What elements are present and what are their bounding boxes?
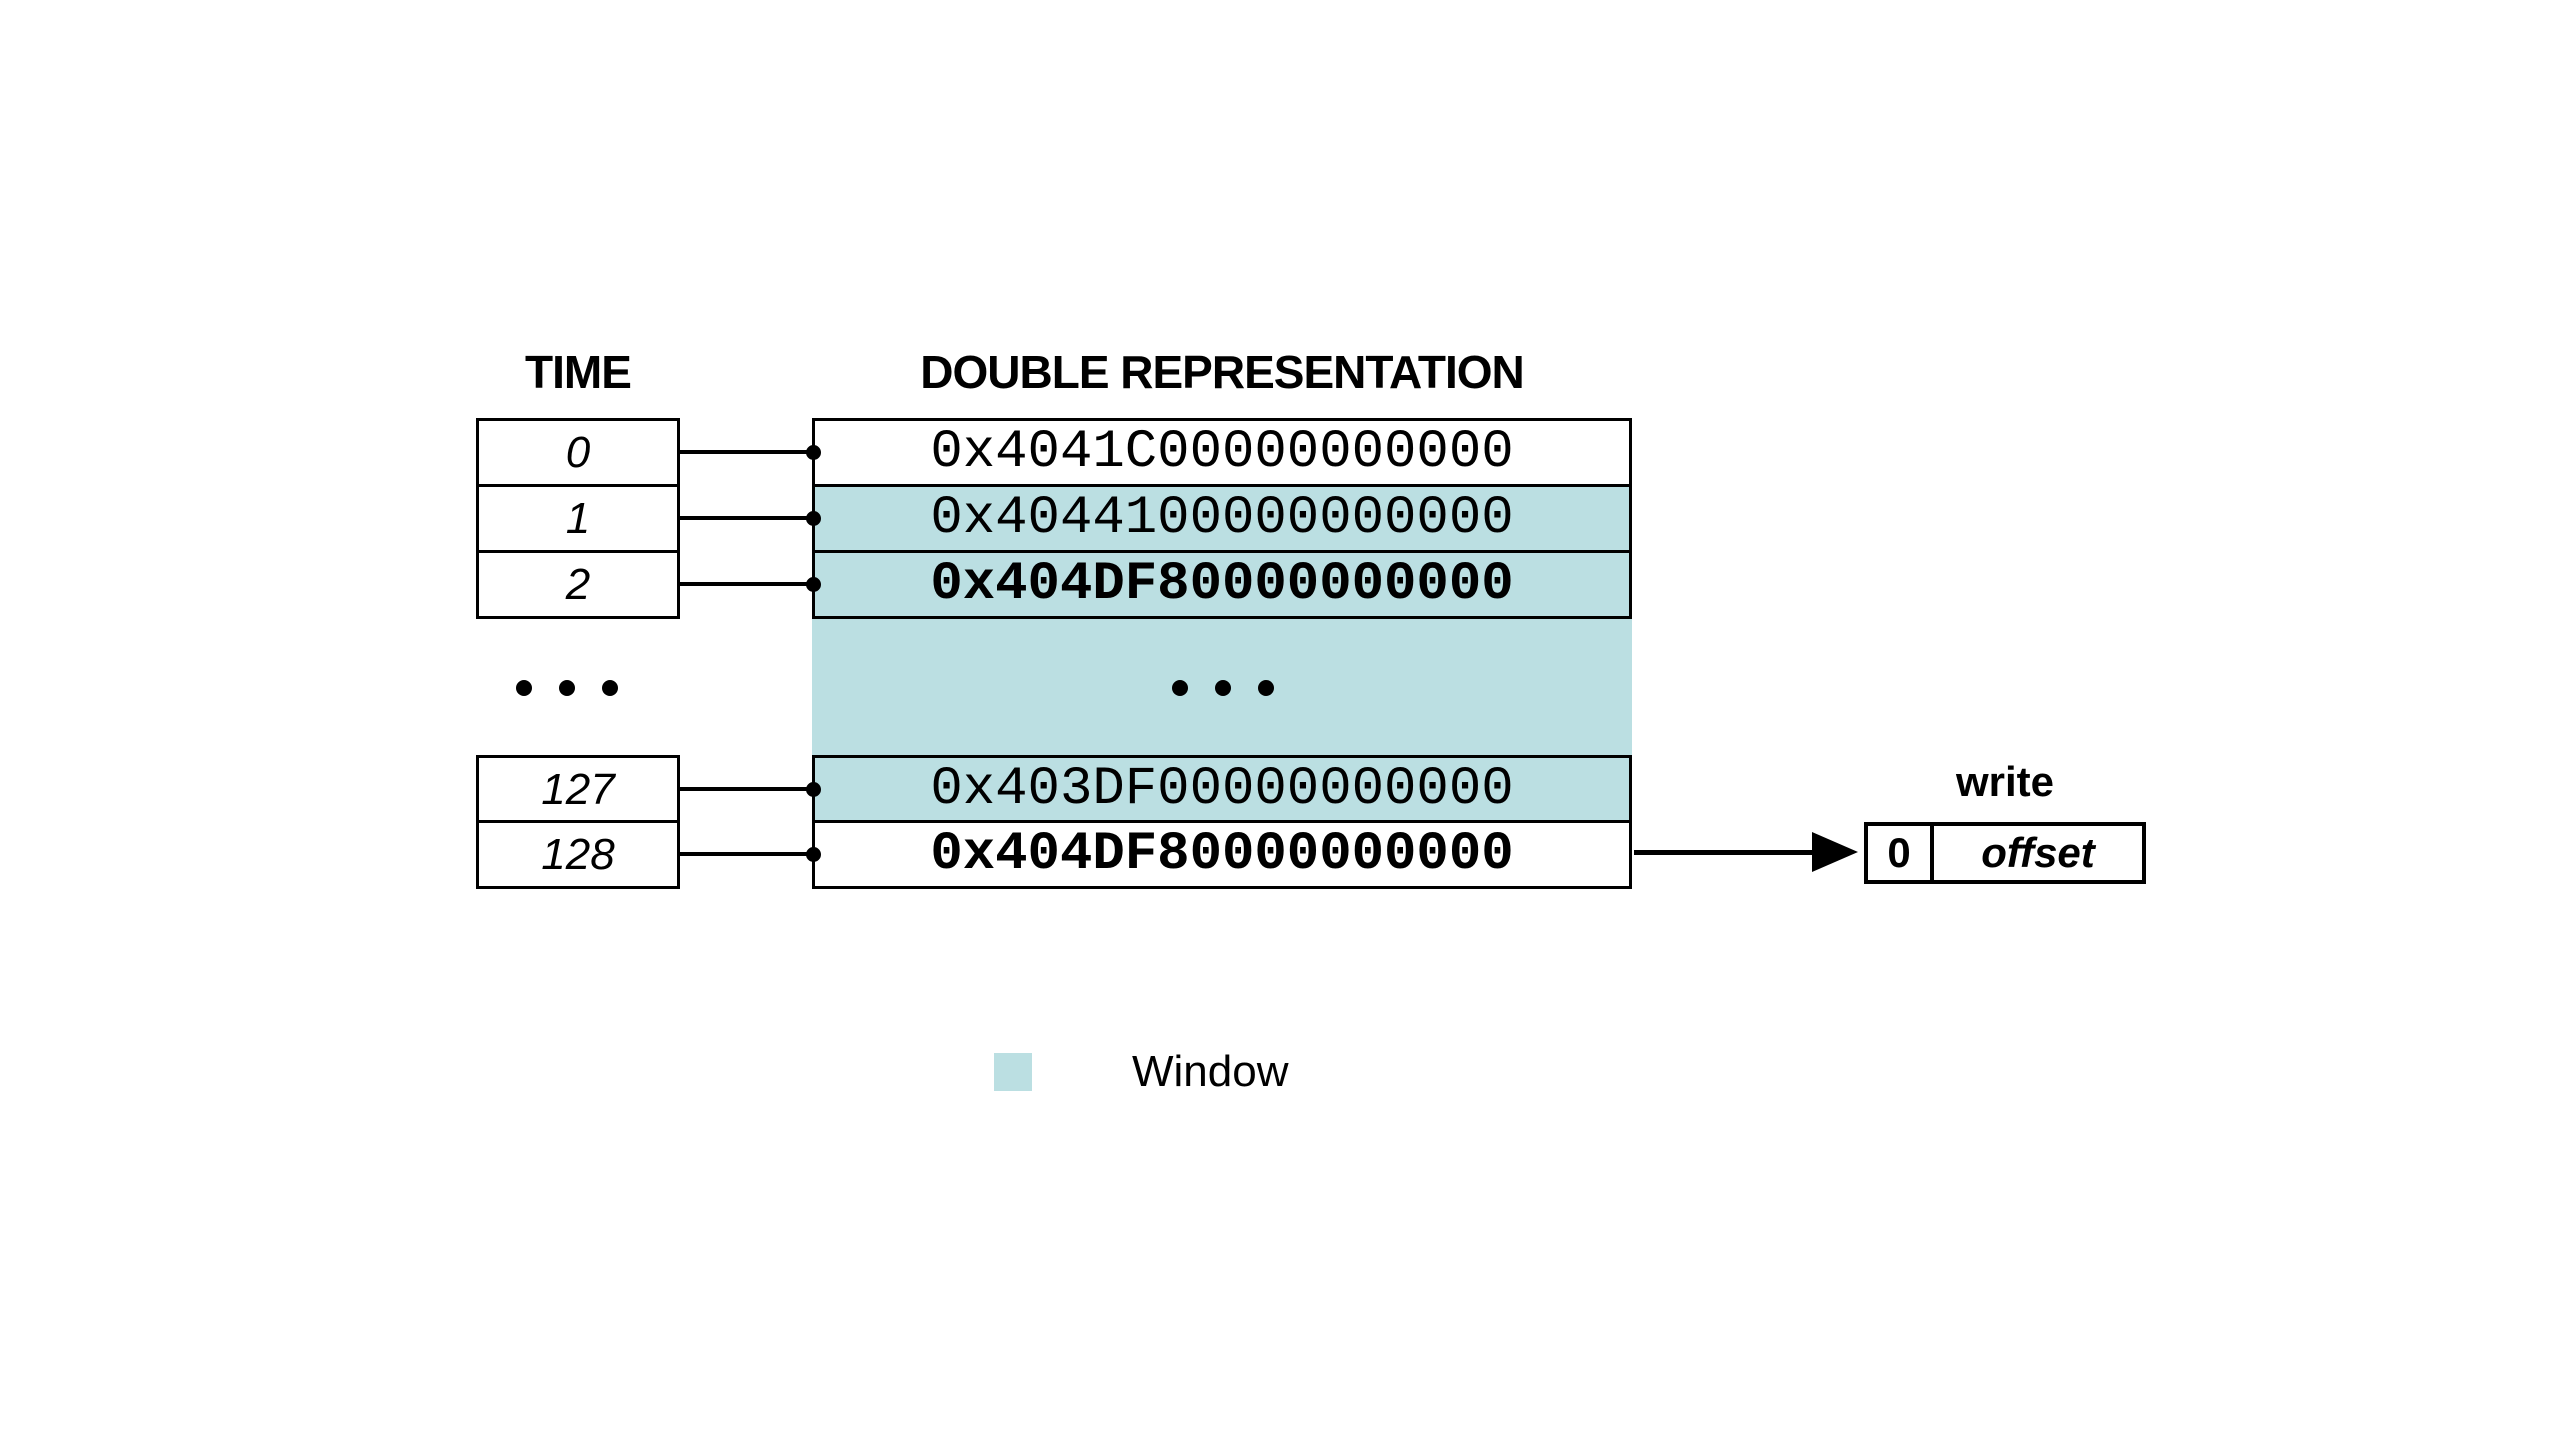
time-ellipsis-icon <box>516 680 618 696</box>
connector-dot-icon <box>806 847 821 862</box>
double-representation-header: DOUBLE REPRESENTATION <box>920 346 1524 398</box>
connector-dot-icon <box>806 511 821 526</box>
double-cell-127: 0x403DF00000000000 <box>812 755 1632 824</box>
time-cell-2: 2 <box>476 550 680 619</box>
time-column-header: TIME <box>525 346 632 398</box>
connector-dot-icon <box>806 445 821 460</box>
connector-line-1 <box>677 516 817 520</box>
connector-line-0 <box>677 450 817 454</box>
double-value-128: 0x404DF80000000000 <box>930 824 1514 885</box>
double-cell-2: 0x404DF80000000000 <box>812 550 1632 619</box>
time-cell-0: 0 <box>476 418 680 487</box>
arrow-right-icon <box>1812 832 1858 872</box>
double-value-2: 0x404DF80000000000 <box>930 554 1514 615</box>
time-value-127: 127 <box>541 764 615 814</box>
connector-dot-icon <box>806 782 821 797</box>
double-cell-1: 0x4044100000000000 <box>812 484 1632 553</box>
time-value-0: 0 <box>565 427 591 477</box>
time-value-128: 128 <box>541 829 615 879</box>
write-box: 0 offset <box>1864 822 2146 884</box>
write-arrow-line <box>1634 850 1816 855</box>
write-label: write <box>1955 758 2055 805</box>
write-flag-cell: 0 <box>1868 826 1934 880</box>
time-cell-127: 127 <box>476 755 680 824</box>
connector-dot-icon <box>806 577 821 592</box>
time-cell-1: 1 <box>476 484 680 553</box>
connector-line-2 <box>677 582 817 586</box>
time-value-2: 2 <box>565 559 591 609</box>
double-value-1: 0x4044100000000000 <box>930 488 1514 549</box>
window-ellipsis-icon <box>1172 680 1274 696</box>
double-value-127: 0x403DF00000000000 <box>930 759 1514 820</box>
double-cell-128: 0x404DF80000000000 <box>812 820 1632 889</box>
time-value-1: 1 <box>565 493 591 543</box>
connector-line-128 <box>677 852 817 856</box>
legend: Window <box>994 1047 1289 1096</box>
double-value-0: 0x4041C00000000000 <box>930 422 1514 483</box>
write-offset-cell: offset <box>1981 829 2095 876</box>
double-cell-0: 0x4041C00000000000 <box>812 418 1632 487</box>
connector-line-127 <box>677 787 817 791</box>
window-highlight-band <box>812 484 1632 824</box>
window-swatch-icon <box>994 1053 1032 1091</box>
time-cell-128: 128 <box>476 820 680 889</box>
legend-label: Window <box>1132 1047 1289 1096</box>
